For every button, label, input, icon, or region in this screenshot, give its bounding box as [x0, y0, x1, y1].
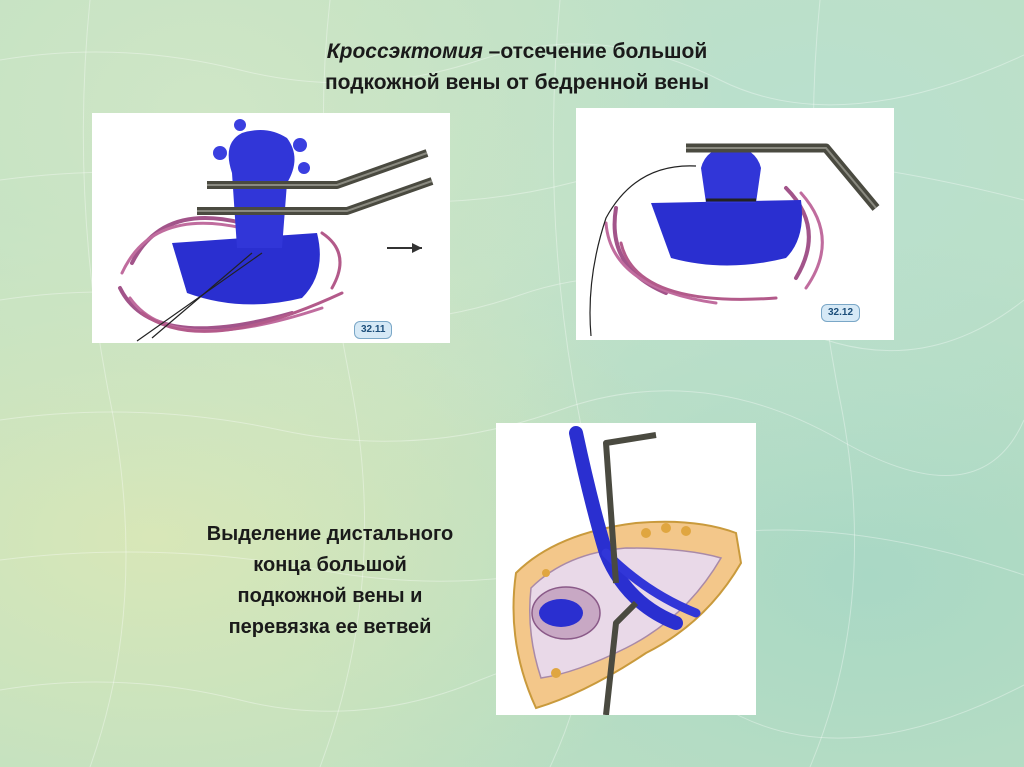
slide-title: Кроссэктомия –отсечение большой подкожно…: [262, 36, 772, 98]
caption-line: подкожной вены и: [237, 585, 423, 607]
figure-crossectomy-clamps: 32.11: [92, 113, 450, 343]
figure-number-tag: 32.12: [821, 304, 861, 322]
title-rest: –отсечение большой: [482, 40, 708, 63]
title-line-2: подкожной вены от бедренной вены: [324, 71, 710, 94]
illustration-clamps-arrow: [118, 119, 434, 342]
figure-crossectomy-ligation: 32.12: [576, 108, 894, 340]
caption-line: перевязка ее ветвей: [228, 616, 432, 638]
figure-distal-dissection: [496, 423, 756, 716]
illustration-distal-vein: [512, 426, 743, 716]
caption-line: Выделение дистального: [206, 523, 454, 545]
caption-line: конца большой: [253, 554, 407, 576]
figure-number-tag: 32.11: [354, 321, 393, 339]
illustration-ligated-vein: [589, 143, 880, 337]
distal-caption: Выделение дистального конца большой подк…: [165, 519, 495, 643]
title-term: Кроссэктомия: [326, 40, 483, 63]
